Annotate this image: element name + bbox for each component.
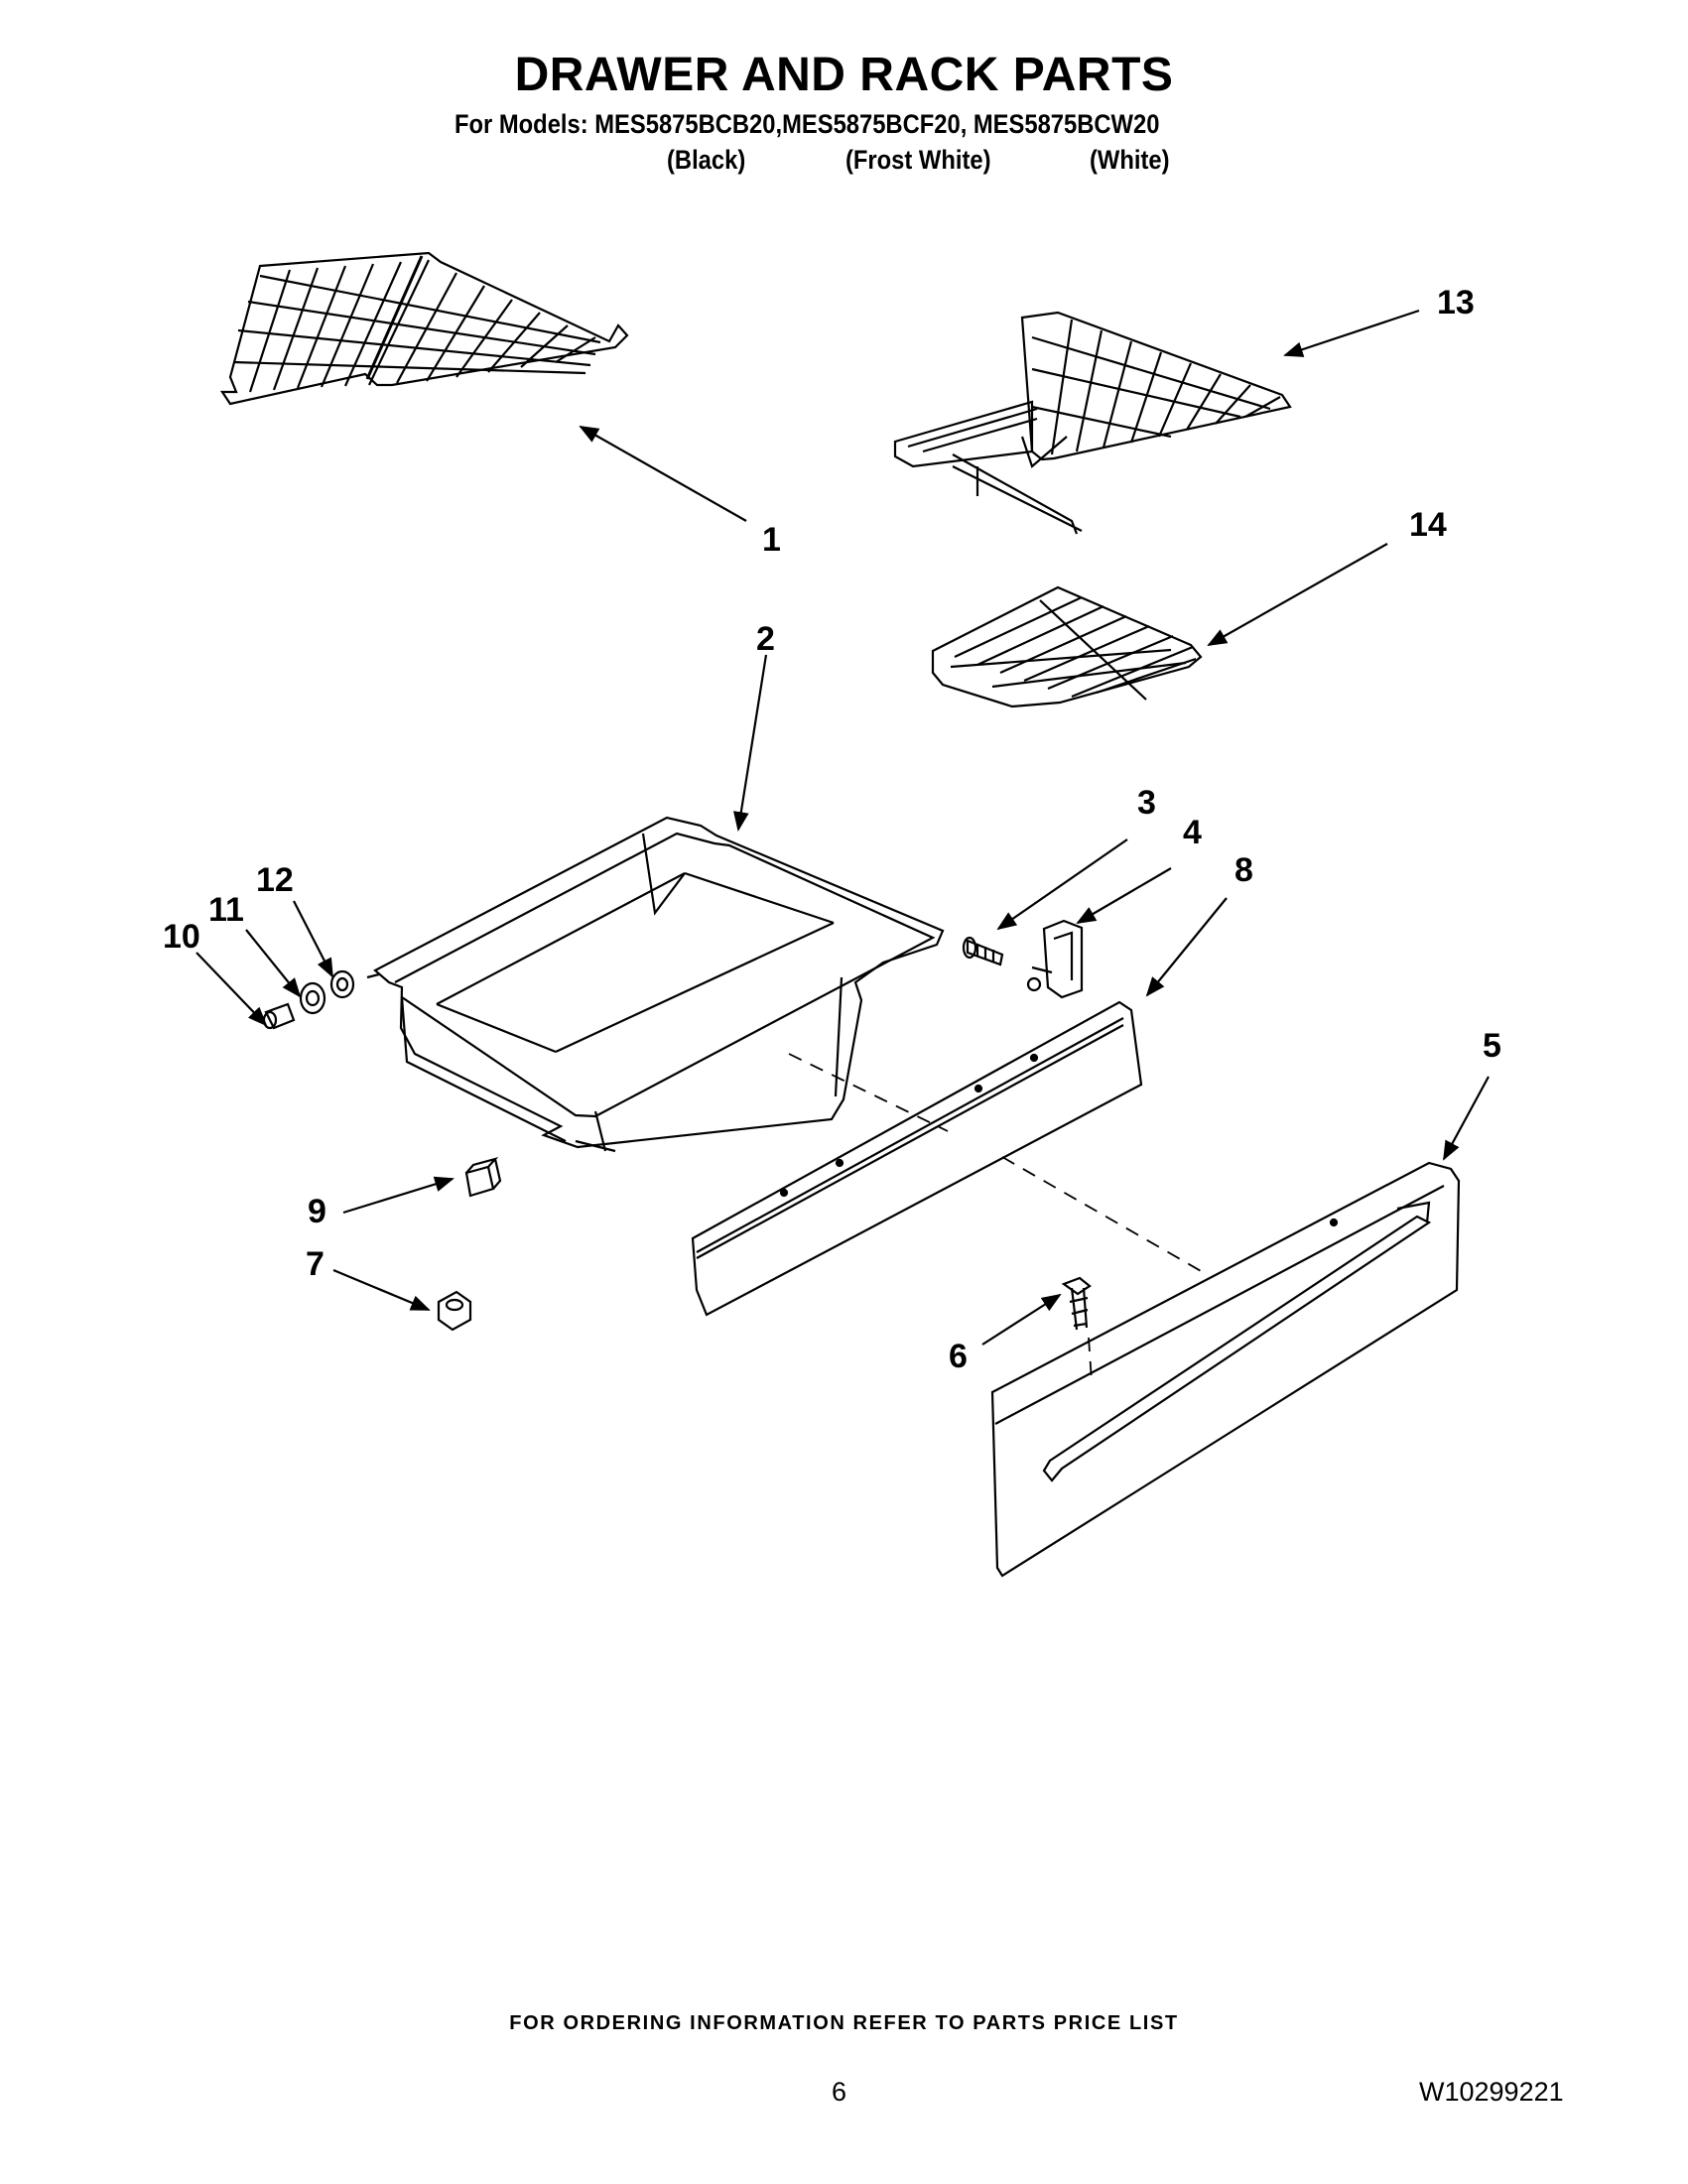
leader-lines — [195, 309, 1490, 1346]
callout-3: 3 — [1137, 784, 1156, 822]
callout-11: 11 — [208, 891, 244, 929]
color-white: (White) — [1090, 145, 1170, 175]
pad-part-9 — [464, 1156, 502, 1198]
small-rack-part-14 — [931, 585, 1203, 708]
callout-12: 12 — [256, 861, 294, 899]
drawer-pan-part-2 — [373, 816, 945, 1153]
callout-10: 10 — [163, 918, 200, 956]
assembly-dashed-lines — [788, 1053, 1204, 1382]
color-black: (Black) — [667, 145, 746, 175]
callout-9: 9 — [308, 1193, 326, 1230]
roller-assembly-parts-10-11-12 — [262, 969, 380, 1030]
color-frost-white: (Frost White) — [845, 145, 991, 175]
oven-rack-part-1 — [219, 251, 629, 406]
callout-4: 4 — [1183, 814, 1202, 851]
callout-6: 6 — [949, 1338, 968, 1375]
ordering-note: FOR ORDERING INFORMATION REFER TO PARTS … — [509, 2012, 1179, 2034]
models-line: For Models: MES5875BCB20,MES5875BCF20, M… — [454, 109, 1160, 139]
page-title: DRAWER AND RACK PARTS — [514, 49, 1174, 101]
page-number: 6 — [832, 2077, 847, 2107]
callout-5: 5 — [1483, 1027, 1501, 1065]
document-number: W10299221 — [1419, 2077, 1564, 2107]
bracket-part-4 — [1026, 919, 1084, 999]
screw-part-6 — [1061, 1276, 1092, 1331]
nut-part-7 — [437, 1290, 472, 1332]
screw-part-3 — [962, 936, 1004, 966]
callout-2: 2 — [756, 620, 775, 658]
callout-14: 14 — [1409, 506, 1447, 544]
callout-7: 7 — [306, 1245, 325, 1283]
front-panel-part-8 — [691, 1000, 1143, 1317]
callout-1: 1 — [762, 521, 781, 559]
callout-8: 8 — [1234, 851, 1253, 889]
drawer-front-part-5 — [990, 1161, 1461, 1578]
callout-13: 13 — [1437, 284, 1475, 321]
split-rack-part-13 — [893, 311, 1292, 535]
